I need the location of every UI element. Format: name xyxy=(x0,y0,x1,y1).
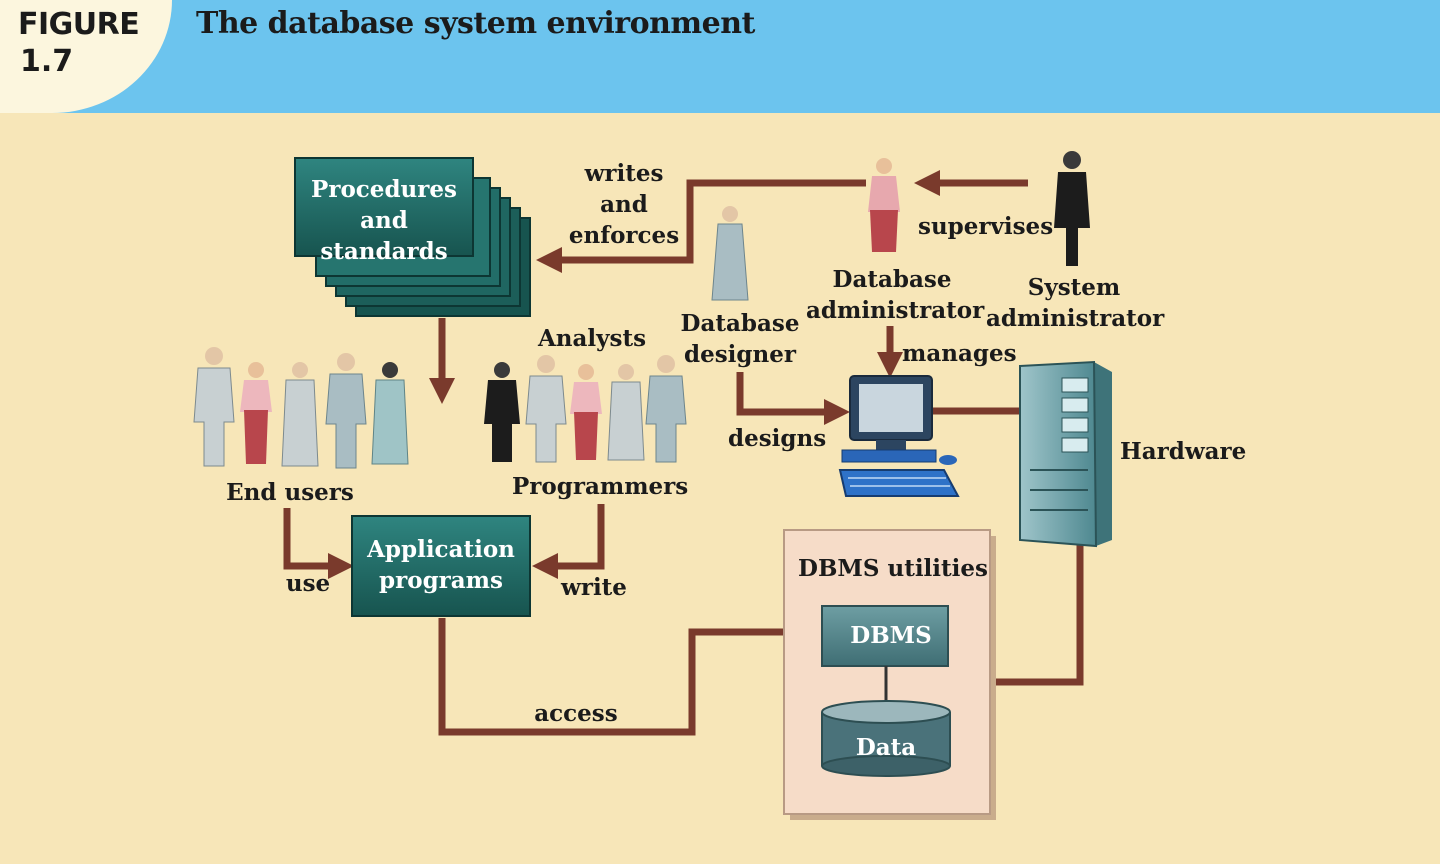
figure-number: 1.7 xyxy=(20,44,74,79)
hardware-label: Hardware xyxy=(1120,438,1247,465)
connectors xyxy=(283,179,1084,736)
arrowhead-procedures xyxy=(536,247,562,273)
figure-label: FIGURE xyxy=(18,7,140,42)
writes-and-enforces-label: writes and enforces xyxy=(568,160,680,249)
dbms-box xyxy=(821,605,949,667)
computer-icon xyxy=(838,375,960,497)
data-cylinder xyxy=(821,700,951,777)
system-administrator-figure xyxy=(1054,151,1090,266)
arrowhead-app-write xyxy=(532,553,558,579)
analysts-label: Analysts xyxy=(537,325,647,352)
hardware-tower-icon xyxy=(1019,360,1112,548)
hardware-to-dbms-line xyxy=(990,545,1084,686)
arrowhead-computer-designed xyxy=(824,399,850,425)
end-users-label: End users xyxy=(226,479,354,506)
data-label: Data xyxy=(855,734,917,761)
figure-title: The database system environment xyxy=(196,6,755,41)
use-line xyxy=(283,508,330,570)
arrowhead-users xyxy=(429,378,455,404)
access-line xyxy=(438,618,796,736)
people-figures xyxy=(193,151,1090,469)
procedures-label: Procedures and standards xyxy=(311,176,457,265)
arrowhead-app-use xyxy=(328,553,354,579)
application-programs-label: Application programs xyxy=(367,536,515,594)
writes-enforces-line xyxy=(560,179,866,264)
dbms-label: DBMS xyxy=(850,622,932,649)
database-designer-label: Database designer xyxy=(680,310,800,368)
header-bar xyxy=(0,0,1440,113)
database-administrator-label: Database administrator xyxy=(806,266,985,324)
designs-line xyxy=(736,372,825,416)
system-administrator-label: System administrator xyxy=(986,274,1165,332)
arrowhead-dba-supervised xyxy=(914,170,940,196)
database-designer-figure xyxy=(711,206,749,301)
designs-label: designs xyxy=(728,425,827,452)
arrowhead-computer-managed xyxy=(877,352,903,378)
database-administrator-figure xyxy=(868,158,900,252)
use-label: use xyxy=(285,570,331,597)
programmers-label: Programmers xyxy=(512,473,689,500)
supervises-label: supervises xyxy=(918,213,1054,240)
dbms-utilities-label: DBMS utilities xyxy=(798,555,988,582)
programmers-figures xyxy=(484,355,687,463)
application-programs-box xyxy=(351,515,531,617)
manages-label: manages xyxy=(902,340,1017,367)
write-label: write xyxy=(561,574,627,601)
write-line xyxy=(558,504,605,570)
end-users-figures xyxy=(193,347,409,469)
procedures-stack xyxy=(294,157,531,317)
access-label: access xyxy=(534,700,618,727)
